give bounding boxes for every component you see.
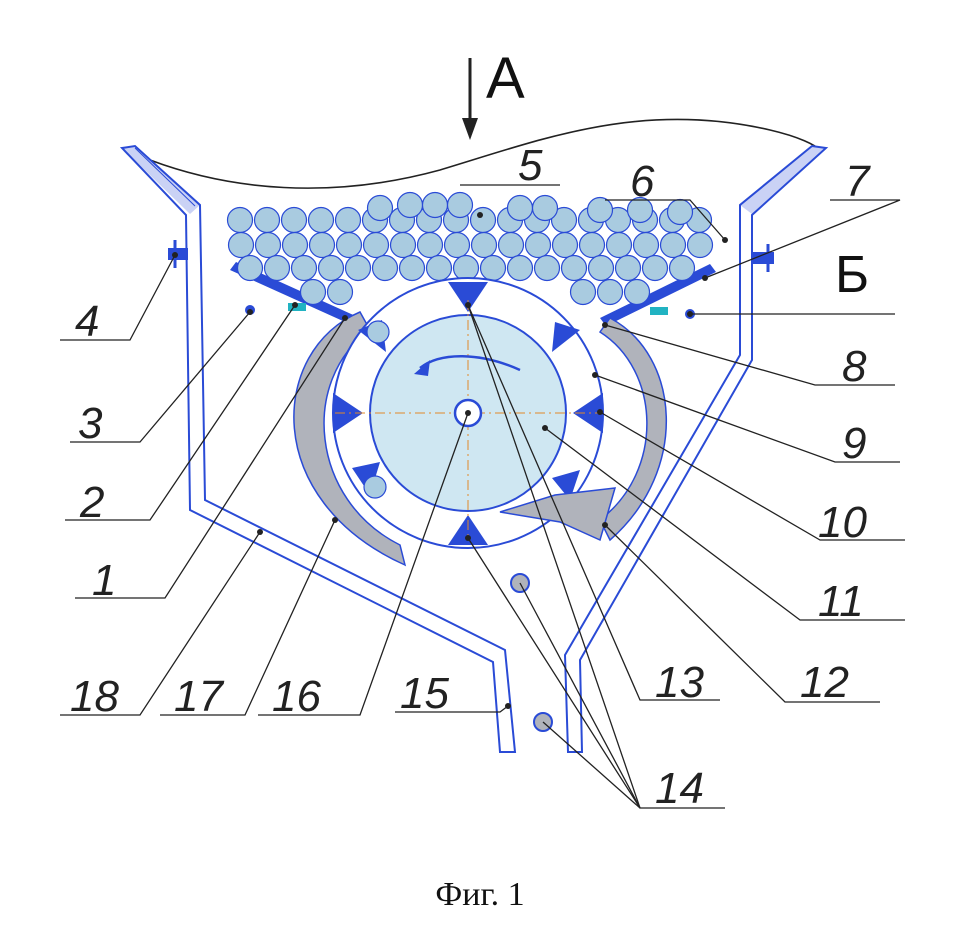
figure-caption: Фиг. 1 xyxy=(435,876,524,913)
callout-1: 1 xyxy=(92,556,116,605)
ball xyxy=(421,191,449,219)
ball xyxy=(254,231,282,259)
ball xyxy=(344,254,372,282)
ball xyxy=(479,254,507,282)
ball xyxy=(586,196,614,224)
hopper-left-wall xyxy=(119,144,517,753)
ball xyxy=(263,254,291,282)
callout-18: 18 xyxy=(70,672,119,721)
plate-left xyxy=(230,262,360,326)
ball xyxy=(290,254,318,282)
ball xyxy=(371,254,399,282)
hopper-right-wall xyxy=(563,144,829,753)
ball xyxy=(551,231,579,259)
callout-12: 12 xyxy=(800,658,849,707)
ball xyxy=(668,254,696,282)
ball xyxy=(659,231,687,259)
seal-right xyxy=(650,307,668,315)
ball xyxy=(253,206,281,234)
callout-13: 13 xyxy=(655,658,704,707)
ball xyxy=(531,194,559,222)
bolt-right xyxy=(752,244,774,272)
callout-14: 14 xyxy=(655,764,704,813)
ball xyxy=(524,231,552,259)
ball xyxy=(280,206,308,234)
callout-6: 6 xyxy=(630,157,655,206)
ball xyxy=(308,231,336,259)
ball xyxy=(326,278,354,306)
ball xyxy=(446,191,474,219)
ball xyxy=(396,191,424,219)
ball xyxy=(443,231,471,259)
leader-lines xyxy=(60,184,905,809)
callout-17: 17 xyxy=(174,672,224,721)
ball xyxy=(666,198,694,226)
callout-16: 16 xyxy=(272,672,321,721)
ball xyxy=(686,231,714,259)
ball xyxy=(560,254,588,282)
ball xyxy=(389,231,417,259)
granular-material xyxy=(226,191,714,306)
callout-2: 2 xyxy=(79,478,104,527)
guide-shoe-left xyxy=(293,311,407,567)
callout-9: 9 xyxy=(842,419,866,468)
callout-11: 11 xyxy=(818,577,864,626)
ball xyxy=(596,278,624,306)
callout-3: 3 xyxy=(78,399,103,448)
ball xyxy=(506,254,534,282)
guide-shoe-right xyxy=(598,317,667,542)
ball xyxy=(469,206,497,234)
ball xyxy=(227,231,255,259)
view-label-b: Б xyxy=(835,246,869,304)
ball xyxy=(470,231,498,259)
view-label-a: А xyxy=(486,46,525,111)
rotation-arrow-icon xyxy=(414,355,521,376)
ball xyxy=(307,206,335,234)
ball xyxy=(299,278,327,306)
hopper-left-rim xyxy=(122,146,200,214)
ball xyxy=(334,206,362,234)
view-arrow-a xyxy=(462,58,478,140)
ball xyxy=(226,206,254,234)
ball xyxy=(587,254,615,282)
ball xyxy=(236,254,264,282)
ball xyxy=(641,254,669,282)
ball xyxy=(497,231,525,259)
cell-balls xyxy=(363,320,390,499)
callout-4: 4 xyxy=(75,297,99,346)
ball xyxy=(335,231,363,259)
callout-numbers: 1 2 3 4 5 6 7 8 9 10 11 12 13 14 15 16 1… xyxy=(70,141,871,813)
ball xyxy=(626,196,654,224)
ball xyxy=(425,254,453,282)
callout-5: 5 xyxy=(518,141,543,190)
ball xyxy=(281,231,309,259)
ball xyxy=(317,254,345,282)
hopper-right-rim xyxy=(740,146,826,214)
ball xyxy=(533,254,561,282)
ball xyxy=(398,254,426,282)
ball xyxy=(605,231,633,259)
ball xyxy=(578,231,606,259)
callout-10: 10 xyxy=(818,498,867,547)
ball xyxy=(366,194,394,222)
rotor-teeth xyxy=(333,282,603,545)
ball xyxy=(623,278,651,306)
leader-dots xyxy=(172,212,728,709)
deflector-blade xyxy=(499,487,617,542)
callout-7: 7 xyxy=(845,157,871,206)
ball xyxy=(614,254,642,282)
ball xyxy=(452,254,480,282)
callout-15: 15 xyxy=(400,669,449,718)
ball xyxy=(569,278,597,306)
material-surface-line xyxy=(149,118,821,189)
ball xyxy=(506,194,534,222)
ball xyxy=(416,231,444,259)
callout-8: 8 xyxy=(842,342,867,391)
ball xyxy=(632,231,660,259)
ball xyxy=(362,231,390,259)
